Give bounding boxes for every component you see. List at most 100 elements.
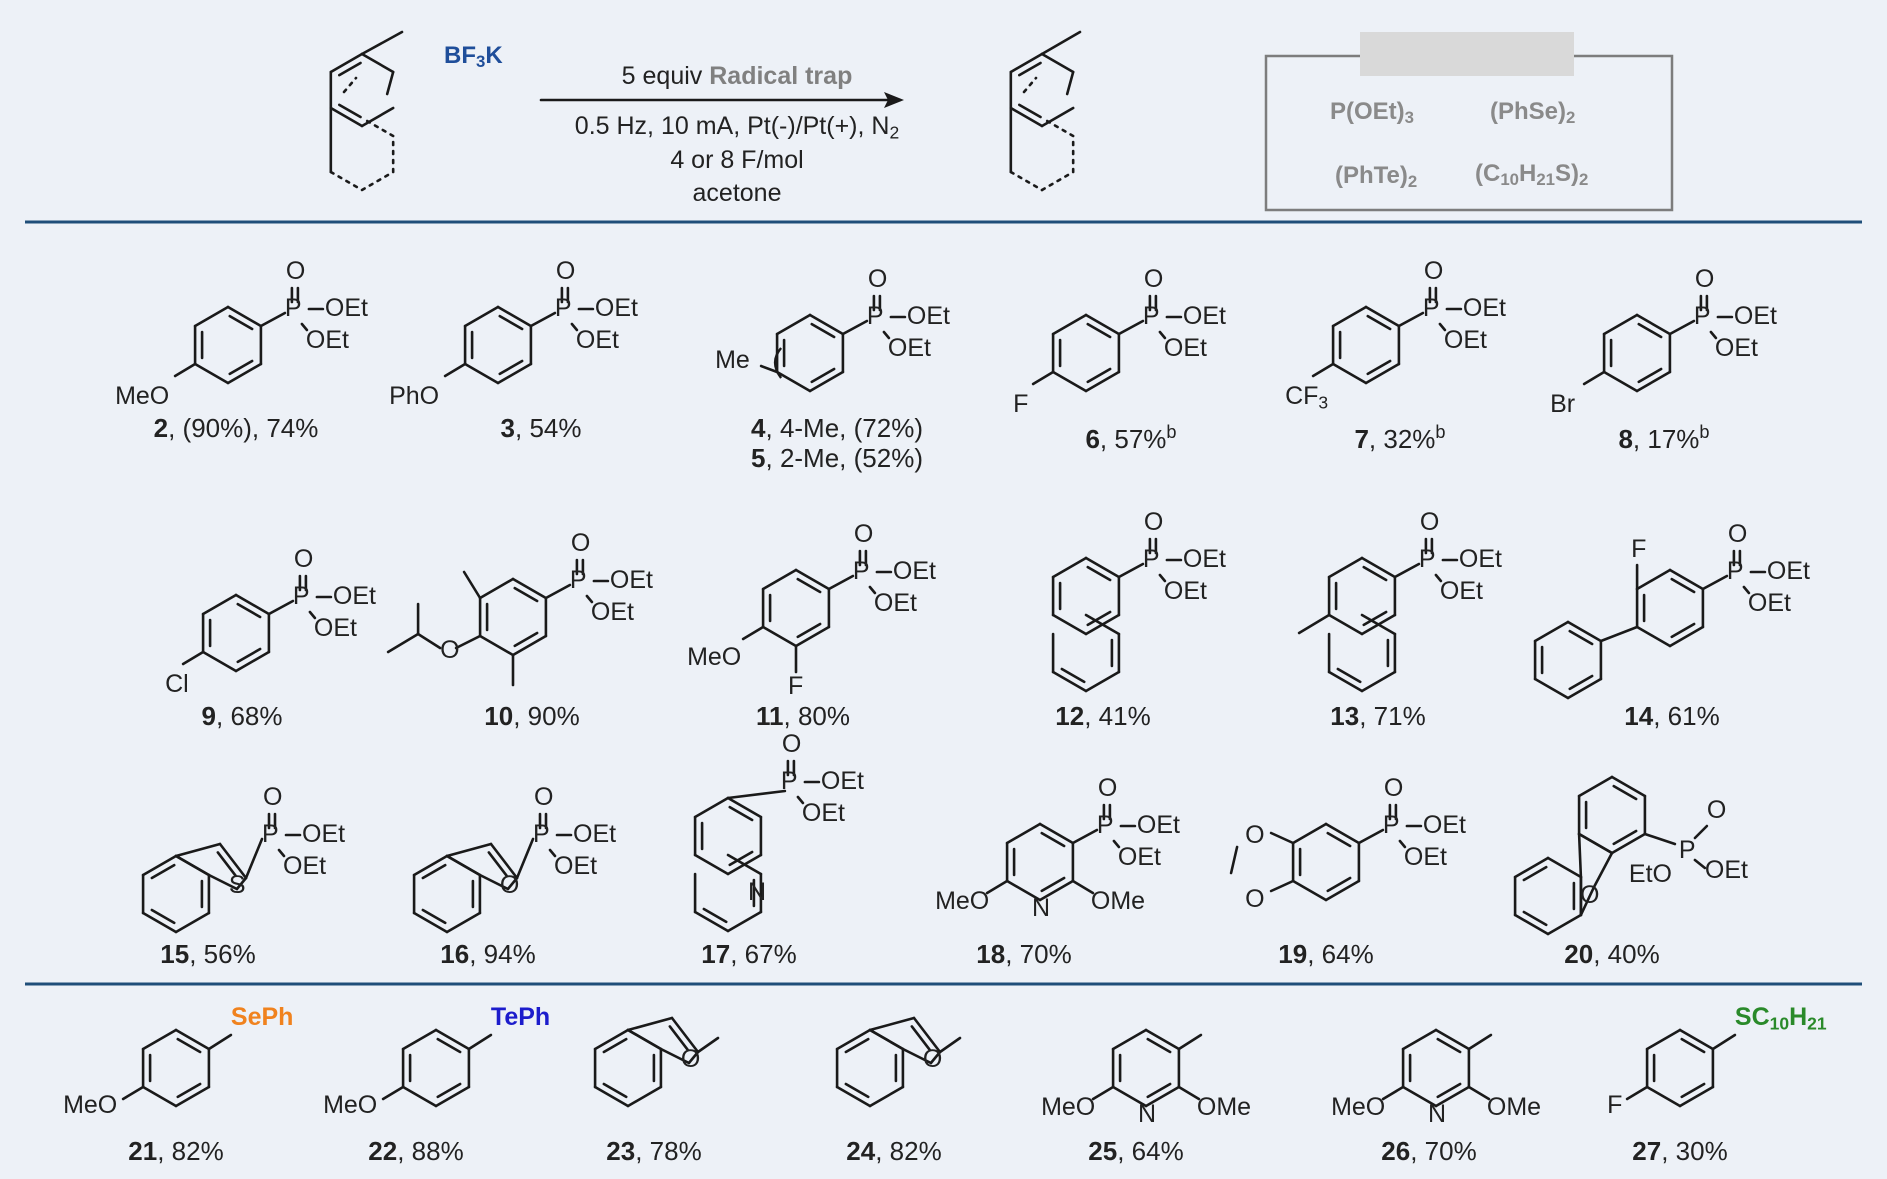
compound-number: 6	[1085, 424, 1100, 454]
ring-bond	[329, 52, 364, 74]
isopropyl-bond	[386, 632, 420, 654]
compound-caption: 16, 94%	[440, 939, 536, 969]
ring-bond	[693, 910, 730, 933]
atom-label: O	[1694, 265, 1715, 293]
atom-label: O	[1383, 774, 1404, 802]
double-bond	[1568, 674, 1594, 691]
atom-label: OEt	[820, 767, 864, 795]
atom-label: O	[853, 520, 874, 548]
double-bond	[1366, 314, 1392, 331]
compound-yield: 88%	[411, 1136, 464, 1166]
double-bond	[1146, 1082, 1172, 1099]
atom-label: OEt	[313, 614, 357, 642]
ring-bond	[478, 577, 515, 600]
atom-label: OEt	[887, 334, 931, 362]
c-p-bond	[515, 837, 535, 880]
compound-number: 16	[440, 939, 470, 969]
atom-label: O	[1727, 520, 1748, 548]
atom-label: OEt	[590, 598, 634, 626]
c-x-bond	[381, 1085, 405, 1101]
ring-bond	[626, 1085, 663, 1108]
compound-number: 19	[1278, 939, 1308, 969]
c-o-bond	[1071, 879, 1095, 895]
radical-traps-box	[1264, 54, 1674, 212]
double-bond	[810, 367, 836, 384]
c-o-bond	[1091, 1085, 1115, 1101]
p-o-bond	[882, 330, 891, 340]
atom-label: O	[499, 871, 520, 899]
double-bond	[1670, 622, 1696, 639]
reagent-line: 5 equiv Radical trap	[622, 62, 853, 91]
atom-label: OEt	[1117, 843, 1161, 871]
atom-label: P	[866, 302, 884, 330]
biaryl-bond	[1599, 625, 1639, 643]
p-o-bond	[1434, 573, 1443, 583]
ring-bond	[235, 876, 248, 891]
c-x-bond	[121, 1085, 145, 1101]
atom-label: P	[292, 582, 310, 610]
ring-bond	[1602, 313, 1639, 336]
compound-yield: 71%	[1373, 701, 1426, 731]
c-o-bond	[1381, 1085, 1405, 1101]
double-bond	[513, 631, 539, 648]
ring-bond	[868, 1085, 905, 1108]
ring-bond	[445, 911, 482, 934]
compound-number: 24	[846, 1136, 876, 1166]
c-o-bond	[454, 634, 482, 650]
ring-bond	[234, 593, 271, 616]
c-p-bond	[259, 311, 287, 328]
ring-bond	[201, 593, 238, 616]
p-o-bond	[1709, 330, 1718, 340]
atom-label: OEt	[1403, 843, 1447, 871]
ring-bond	[385, 70, 395, 96]
c-p-bond	[1701, 574, 1729, 591]
ring-bond	[1324, 879, 1361, 902]
atom-label: OEt	[1733, 302, 1777, 330]
ring-bond	[1566, 620, 1603, 643]
double-bond	[796, 577, 822, 594]
ring-bond	[1360, 556, 1397, 579]
atom-label: O	[781, 730, 802, 758]
compound-caption: 5, 2-Me, (52%)	[751, 443, 923, 473]
ring-bond	[1513, 913, 1550, 936]
ring-bond	[401, 1085, 438, 1108]
atom-label: F	[1607, 1091, 1623, 1119]
double-bond	[1146, 1037, 1172, 1054]
double-bond	[1336, 667, 1362, 684]
ring-bond	[1577, 832, 1583, 879]
c-p-bond	[1668, 319, 1696, 336]
ring-bond	[593, 1028, 630, 1051]
compound-caption: 4, 4-Me, (72%)	[751, 413, 923, 443]
ring-bond	[1051, 370, 1088, 393]
ring-bond	[1360, 613, 1397, 636]
ring-bond	[1051, 313, 1088, 336]
double-bond	[702, 907, 728, 924]
atom-label: MeO	[687, 643, 742, 671]
atom-label: OEt	[283, 852, 327, 880]
atom-label: OEt	[1136, 811, 1180, 839]
ring-bond	[1040, 106, 1075, 128]
atom-label: CF3	[1285, 382, 1329, 413]
double-bond	[1637, 322, 1663, 339]
compound-yield: 64%	[1321, 939, 1374, 969]
ring-bond	[1084, 370, 1121, 393]
ring-bond	[1592, 851, 1614, 889]
c-o-bond	[985, 879, 1009, 895]
trap-item: (PhSe)2	[1490, 98, 1576, 128]
double-bond	[1326, 876, 1352, 893]
compound-caption: 8, 17%b	[1618, 422, 1710, 454]
atom-label: O	[1097, 774, 1118, 802]
ring-bond	[687, 1050, 700, 1065]
compound-yield: 67%	[744, 939, 797, 969]
reagent-name: Radical trap	[709, 62, 853, 90]
compound-caption: 14, 61%	[1624, 701, 1720, 731]
ring-bond	[1546, 856, 1583, 879]
double-bond	[602, 1037, 628, 1054]
footnote-marker: b	[1166, 422, 1177, 442]
ring-bond	[1645, 1028, 1682, 1051]
ring-bond	[868, 1016, 916, 1032]
ring-bond	[141, 1028, 178, 1051]
ring-bond	[1327, 613, 1364, 636]
ring-bond	[360, 30, 404, 56]
double-bond	[1522, 910, 1548, 927]
